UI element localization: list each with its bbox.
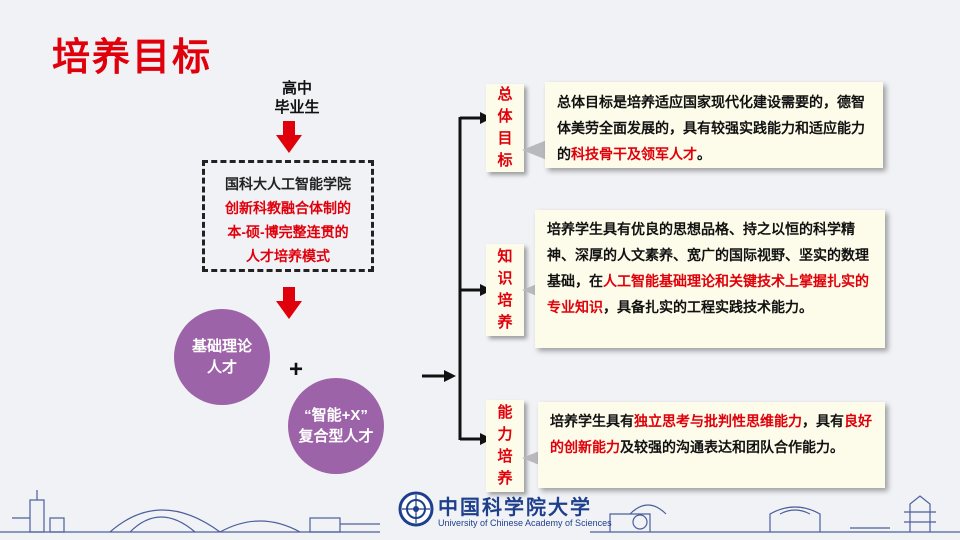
label-char: 知	[497, 248, 513, 265]
desc-highlight: 科技骨干及领军人才	[571, 146, 697, 162]
label-char: 培	[497, 448, 513, 465]
skyline-right-decoration	[590, 495, 960, 533]
desc-highlight: 独立思考与批判性思维能力	[634, 413, 802, 429]
model-line1: 国科大人工智能学院	[225, 176, 351, 192]
circle1-line2: 人才	[206, 359, 237, 376]
graduate-line1: 高中	[281, 80, 312, 97]
label-char: 总	[497, 86, 513, 103]
desc-text: 总体目标是培养适应国家现代化建设需要的，德智体美劳全面发展的，具有较强实践能力和…	[557, 94, 865, 162]
label-char: 体	[497, 108, 513, 125]
circle2-line1: “智能+X”	[304, 407, 368, 424]
graduate-label: 高中 毕业生	[262, 79, 332, 117]
overall-goal-description: 总体目标是培养适应国家现代化建设需要的，德智体美劳全面发展的，具有较强实践能力和…	[545, 82, 883, 168]
skyline-left-decoration	[0, 490, 380, 533]
section-label-overall-goal: 总 体 目 标	[486, 84, 524, 172]
label-char: 养	[497, 470, 513, 487]
desc-text: ，具有	[802, 413, 844, 429]
model-line2: 创新科教融合体制的	[225, 200, 351, 216]
label-char: 能	[497, 404, 513, 421]
knowledge-description: 培养学生具有优良的思想品格、持之以恒的科学精神、深厚的人文素养、宽广的国际视野、…	[535, 210, 885, 348]
label-char: 识	[497, 270, 513, 287]
ucas-logo-en: University of Chinese Academy of Science…	[438, 518, 612, 528]
label-char: 培	[497, 292, 513, 309]
desc-text: 及较强的沟通表达和团队合作能力。	[620, 439, 844, 455]
graduate-line2: 毕业生	[274, 99, 320, 116]
down-arrow-icon	[276, 121, 302, 153]
section-label-ability: 能 力 培 养	[486, 400, 524, 492]
desc-text: ，具备扎实的工程实践技术能力。	[603, 299, 813, 315]
model-line4: 人才培养模式	[246, 248, 330, 264]
label-char: 目	[497, 130, 513, 147]
down-arrow-icon	[276, 287, 302, 319]
desc-highlight: 人工智能基础理论和关键技术上掌握扎实的专业知识	[547, 273, 869, 315]
pointer-shadow	[522, 138, 552, 162]
ucas-emblem-icon	[398, 491, 434, 527]
plus-sign: +	[289, 356, 304, 383]
ability-description: 培养学生具有独立思考与批判性思维能力，具有良好的创新能力及较强的沟通表达和团队合…	[538, 402, 885, 488]
page-title: 培养目标	[52, 37, 213, 79]
model-line3: 本-硕-博完整连贯的	[227, 224, 349, 240]
desc-text: 培养学生具有	[550, 413, 634, 429]
ai-plus-x-talent-circle: “智能+X” 复合型人才	[288, 378, 384, 474]
training-model-box: 国科大人工智能学院 创新科教融合体制的 本-硕-博完整连贯的 人才培养模式	[202, 160, 374, 272]
label-char: 养	[497, 314, 513, 331]
desc-highlight: 良好的创新能力	[550, 413, 872, 455]
basic-theory-talent-circle: 基础理论 人才	[174, 309, 270, 405]
circle2-line2: 复合型人才	[298, 428, 374, 445]
label-char: 力	[497, 426, 513, 443]
circle1-line1: 基础理论	[191, 338, 252, 355]
ucas-logo-cn: 中国科学院大学	[438, 495, 592, 519]
desc-text: 。	[697, 146, 711, 162]
desc-text: 培养学生具有优良的思想品格、持之以恒的科学精神、深厚的人文素养、宽广的国际视野、…	[547, 221, 869, 289]
section-label-knowledge: 知 识 培 养	[486, 244, 524, 336]
label-char: 标	[497, 152, 513, 169]
